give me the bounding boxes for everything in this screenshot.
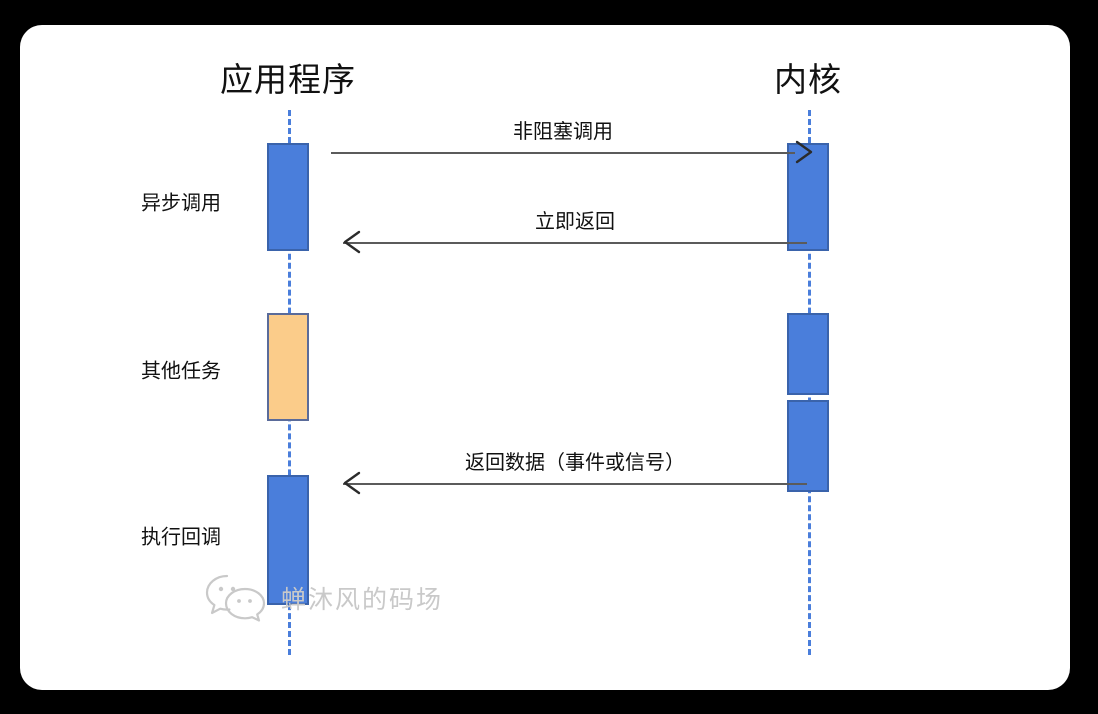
message-label-return-immediately: 立即返回: [535, 205, 615, 234]
message-label-text: 非阻塞调用: [513, 121, 613, 143]
diagram-card: 应用程序 内核 异步调用 其他任务 执行回调 非阻塞调用: [20, 25, 1070, 690]
wechat-icon: [205, 573, 267, 623]
participant-header-kernel: 内核: [774, 53, 842, 101]
phase-label-text: 异步调用: [141, 192, 221, 215]
message-label-text: 立即返回: [535, 211, 615, 233]
activation-kernel-receive-call: [787, 143, 829, 251]
activation-kernel-processing: [787, 313, 829, 395]
watermark: 蝉沐风的码场: [205, 573, 443, 623]
phase-label-text: 其他任务: [141, 360, 221, 383]
message-line: [343, 483, 807, 485]
watermark-text: 蝉沐风的码场: [281, 586, 444, 614]
arrowhead-right-icon: [795, 140, 813, 174]
participant-label-application: 应用程序: [220, 61, 356, 98]
activation-app-execute-callback: [267, 475, 309, 605]
activation-kernel-notify: [787, 400, 829, 492]
message-line: [331, 152, 795, 154]
message-line: [343, 242, 807, 244]
phase-label-async-call: 异步调用: [141, 187, 221, 216]
participant-label-kernel: 内核: [774, 61, 842, 98]
activation-app-other-tasks: [267, 313, 309, 421]
message-label-return-data: 返回数据（事件或信号）: [465, 446, 685, 475]
arrowhead-left-icon: [343, 230, 361, 264]
participant-header-application: 应用程序: [220, 53, 356, 101]
message-label-text: 返回数据（事件或信号）: [465, 452, 685, 474]
message-label-non-blocking-call: 非阻塞调用: [513, 115, 613, 144]
phase-label-other-tasks: 其他任务: [141, 355, 221, 384]
phase-label-text: 执行回调: [141, 526, 221, 549]
phase-label-execute-callback: 执行回调: [141, 521, 221, 550]
activation-app-async-call: [267, 143, 309, 251]
arrowhead-left-icon: [343, 471, 361, 505]
